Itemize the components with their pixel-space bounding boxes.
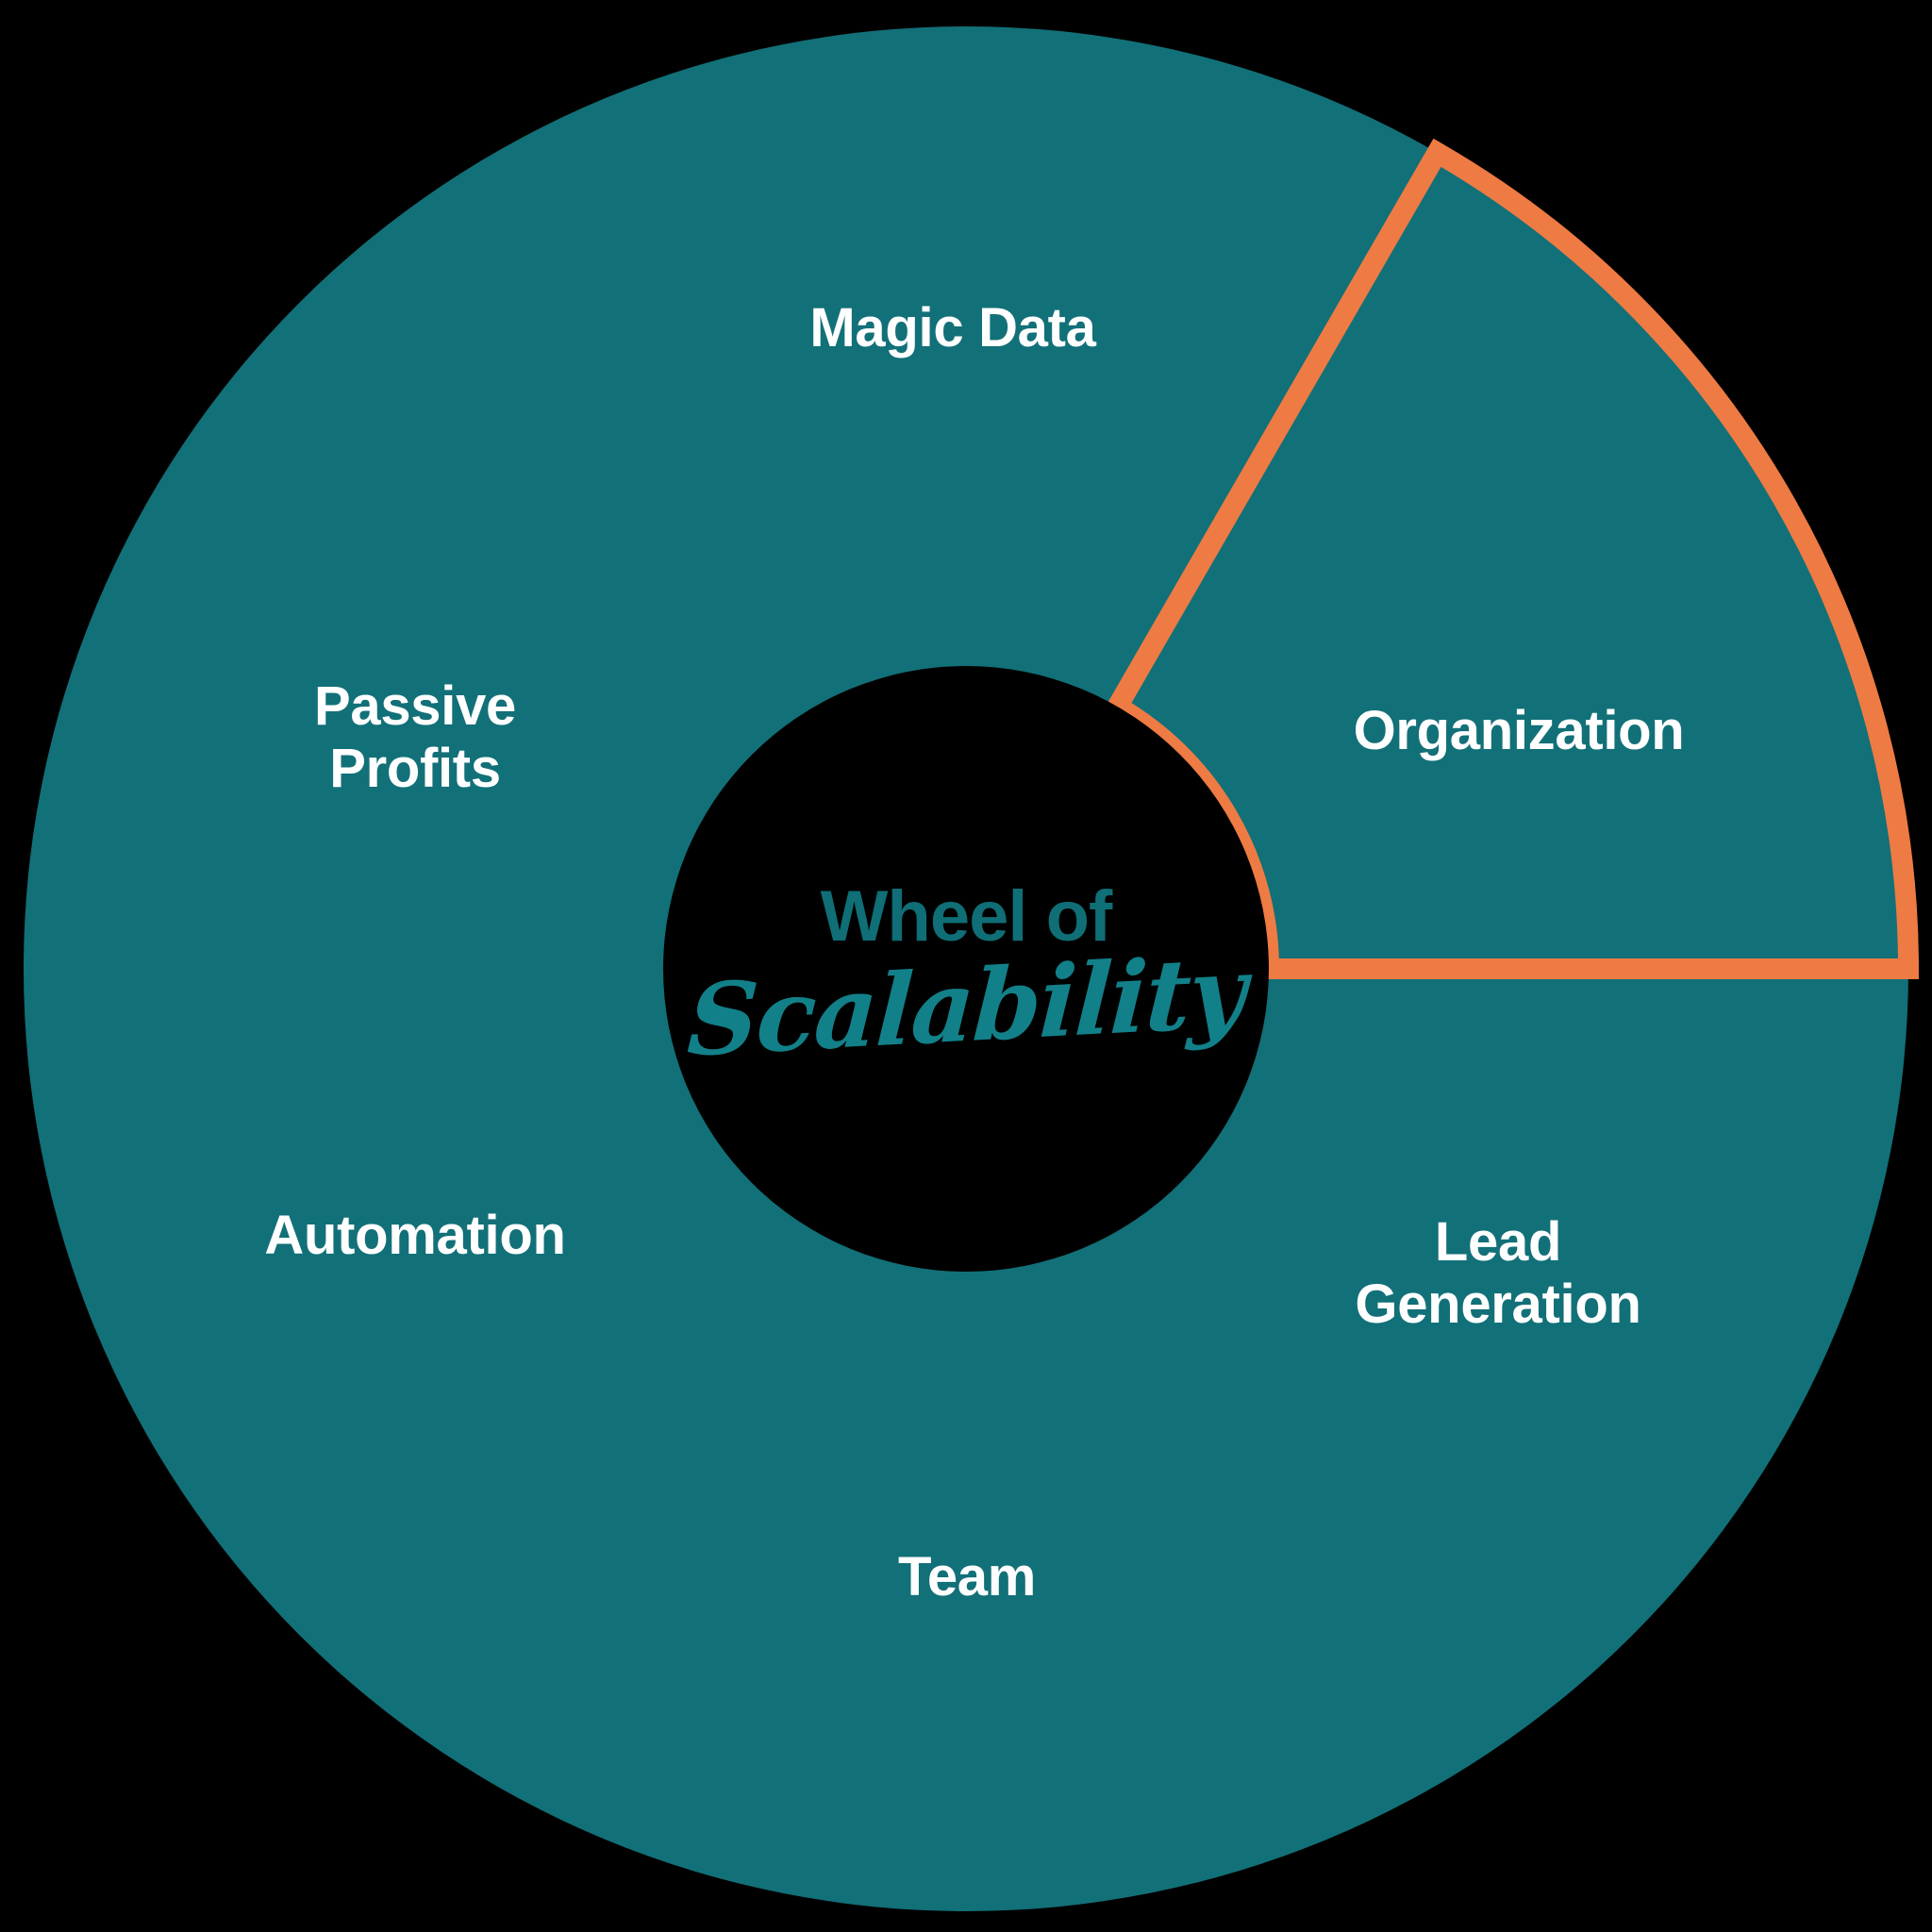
segment-label-organization[interactable]: Organization (1353, 699, 1685, 761)
wheel-hub-disc (663, 666, 1269, 1272)
segment-label-automation[interactable]: Automation (264, 1204, 566, 1266)
segment-label-magic-data[interactable]: Magic Data (809, 296, 1096, 358)
segment-label-team[interactable]: Team (897, 1545, 1037, 1607)
segment-label-passive-profits[interactable]: Passive Profits (314, 675, 516, 799)
segment-label-lead-generation[interactable]: Lead Generation (1355, 1210, 1641, 1335)
